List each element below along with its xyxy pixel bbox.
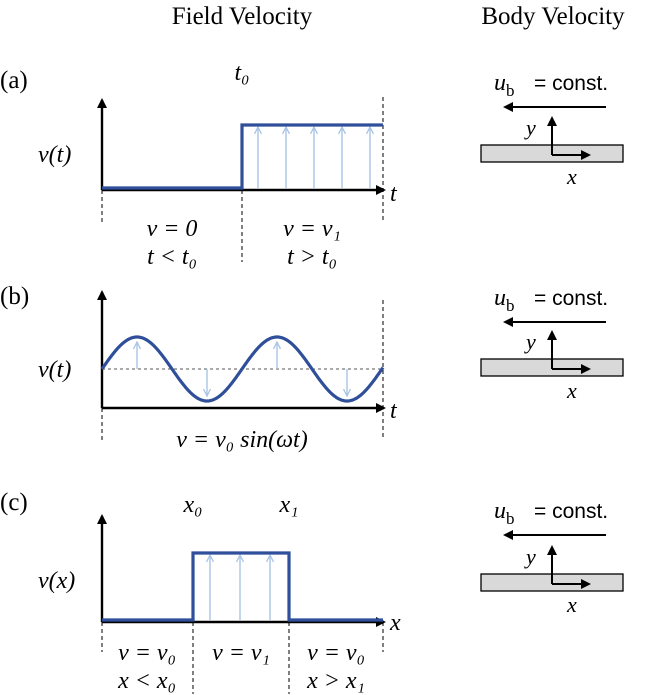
panel-c-body: ub = const. y x: [480, 498, 624, 617]
panel-c-pulse-signal: [102, 551, 383, 622]
panel-c-mid-equation: v = v₁: [212, 640, 270, 666]
panel-a-body: ub = const. y x: [480, 70, 624, 189]
field-velocity-header: Field Velocity: [172, 3, 313, 30]
panel-b-body: ub = const. y x: [480, 285, 624, 403]
panel-a-left-equation: v = 0: [147, 216, 198, 242]
panel-a-step-signal: [102, 123, 383, 190]
panel-c-x-axis-label: x: [389, 610, 401, 636]
body-b-ub-symbol: ub: [494, 285, 515, 315]
body-c-ub-value: = const.: [534, 500, 608, 523]
panel-b-velocity-arrows: [137, 343, 347, 395]
panel-a-right-equation: v = v₁: [283, 216, 341, 242]
panel-c-x0-marker: x₀: [183, 492, 203, 518]
body-c-x-label: x: [566, 592, 577, 617]
panel-c-x1-marker: x₁: [279, 492, 299, 518]
panel-b-sine-signal: [100, 335, 385, 403]
body-a-y-label: y: [524, 115, 536, 140]
body-c-ub-symbol: ub: [494, 498, 515, 528]
panel-a-right-condition: t > t₀: [287, 244, 337, 270]
panel-a-x-axis-label: t: [390, 181, 398, 207]
panel-c: (c) x₀ x₁ v(x) x v = v₀ x < x₀ v = v₁ v …: [0, 489, 401, 694]
panel-b-equation: v = v₀ sin(ωt): [176, 427, 307, 453]
panel-c-velocity-arrows: [210, 556, 270, 620]
panel-a-left-condition: t < t₀: [147, 244, 197, 270]
panel-c-label: (c): [0, 489, 28, 516]
panel-c-right-equation: v = v₀: [307, 640, 365, 666]
panel-b-ylabel: v(t): [38, 357, 71, 383]
body-b-x-label: x: [566, 378, 577, 403]
body-b-y-label: y: [524, 329, 536, 354]
body-c-y-label: y: [524, 544, 536, 569]
panel-b: (b) v(t) t v = v₀ sin(ωt): [0, 283, 398, 453]
panel-b-label: (b): [0, 283, 29, 310]
body-velocity-header: Body Velocity: [481, 3, 625, 30]
panel-a: (a) t₀ v(t) t v = 0 t < t₀ v = v₁ t > t₀: [0, 60, 398, 270]
panel-c-left-condition: x < x₀: [117, 668, 176, 694]
panel-c-right-condition: x > x₁: [306, 668, 365, 694]
panel-c-left-equation: v = v₀: [118, 640, 176, 666]
panel-a-ylabel: v(t): [38, 142, 71, 168]
body-b-ub-value: = const.: [534, 287, 608, 310]
panel-a-label: (a): [0, 67, 28, 94]
panel-b-x-axis-label: t: [390, 398, 398, 424]
panel-a-velocity-arrows: [258, 128, 370, 188]
panel-a-t0-marker: t₀: [234, 60, 249, 86]
body-a-ub-symbol: ub: [494, 70, 515, 100]
panel-c-ylabel: v(x): [38, 568, 75, 594]
body-a-ub-value: = const.: [534, 72, 608, 95]
body-a-x-label: x: [566, 164, 577, 189]
